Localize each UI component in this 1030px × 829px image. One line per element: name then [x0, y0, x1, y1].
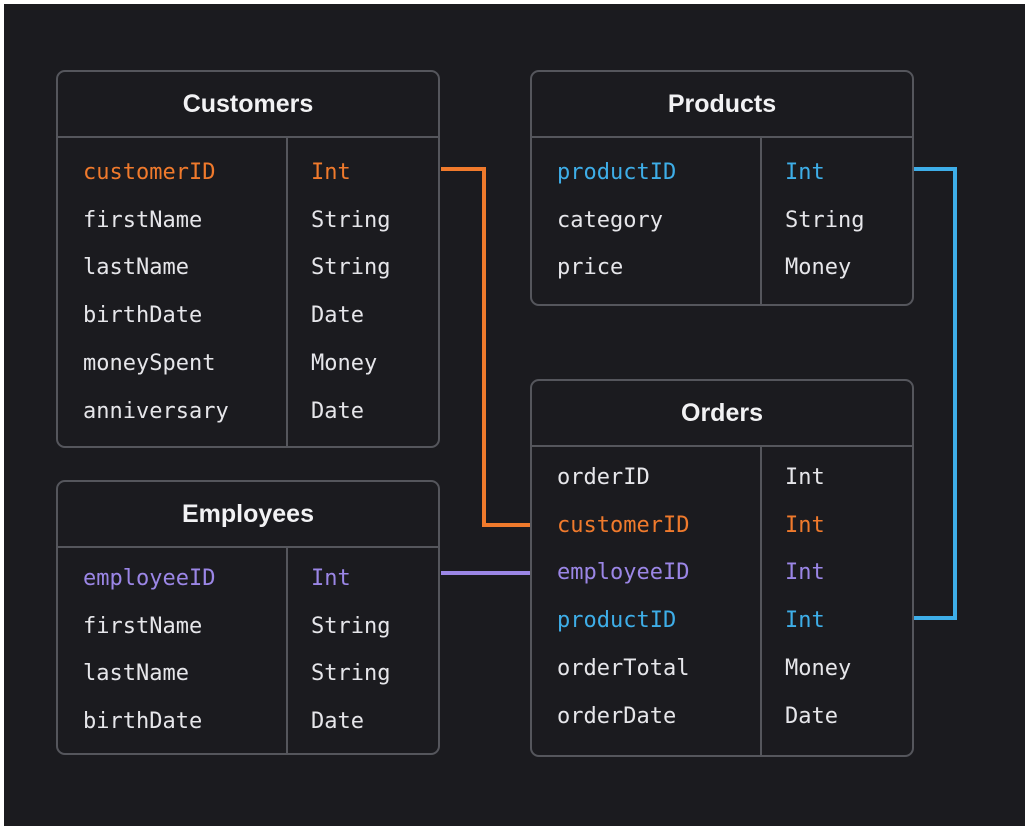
field-row-moneyspent: moneySpent Money: [58, 349, 438, 379]
column-divider: [286, 138, 288, 446]
field-row-ordertotal: orderTotal Money: [532, 654, 912, 684]
field-row-customerid: customerID Int: [532, 511, 912, 541]
field-type: Date: [311, 303, 364, 329]
field-row-productid: productID Int: [532, 158, 912, 188]
field-name: orderDate: [557, 703, 677, 729]
field-row-firstname: firstName String: [58, 612, 438, 642]
field-row-lastname: lastName String: [58, 659, 438, 689]
field-name: orderID: [557, 465, 650, 490]
field-type: Int: [785, 512, 825, 538]
field-row-category: category String: [532, 206, 912, 236]
field-name: firstName: [83, 207, 203, 233]
customers-table-title: Customers: [58, 72, 438, 138]
column-divider: [760, 447, 762, 755]
field-name: firstName: [83, 613, 203, 639]
field-row-birthdate: birthDate Date: [58, 707, 438, 737]
field-row-productid: productID Int: [532, 606, 912, 636]
field-name: customerID: [557, 512, 690, 538]
field-type: Int: [311, 160, 351, 185]
field-name: birthDate: [83, 303, 203, 329]
field-name: birthDate: [83, 709, 203, 735]
field-row-orderdate: orderDate Date: [532, 702, 912, 732]
customer-id-connector: [441, 167, 531, 527]
employees-table-title: Employees: [58, 482, 438, 548]
field-name: productID: [557, 608, 677, 634]
column-divider: [760, 138, 762, 304]
field-type: Int: [785, 560, 825, 586]
field-type: String: [311, 207, 391, 233]
field-row-lastname: lastName String: [58, 253, 438, 283]
field-name: lastName: [83, 661, 189, 687]
field-type: Date: [785, 703, 838, 729]
products-table-body: productID Int category String price Money: [532, 138, 912, 304]
field-name: lastName: [83, 255, 189, 281]
field-type: String: [785, 207, 865, 233]
field-row-employeeid: employeeID Int: [532, 558, 912, 588]
field-type: Date: [311, 398, 364, 424]
field-type: Int: [785, 608, 825, 634]
field-type: String: [311, 613, 391, 639]
field-row-firstname: firstName String: [58, 206, 438, 236]
field-name: price: [557, 255, 624, 281]
column-divider: [286, 548, 288, 753]
field-type: Int: [785, 465, 825, 490]
field-type: Money: [311, 350, 378, 376]
field-type: Int: [311, 566, 351, 591]
field-type: Date: [311, 709, 364, 735]
field-type: Int: [785, 160, 825, 185]
field-name: category: [557, 207, 663, 233]
field-name: customerID: [83, 160, 216, 185]
field-type: Money: [785, 255, 852, 281]
field-row-price: price Money: [532, 253, 912, 283]
field-name: anniversary: [83, 398, 229, 424]
field-name: productID: [557, 160, 677, 185]
field-name: employeeID: [557, 560, 690, 586]
field-row-anniversary: anniversary Date: [58, 397, 438, 427]
field-row-orderid: orderID Int: [532, 463, 912, 493]
products-table-title: Products: [532, 72, 912, 138]
field-row-birthdate: birthDate Date: [58, 301, 438, 331]
field-type: String: [311, 661, 391, 687]
field-name: orderTotal: [557, 655, 690, 681]
field-name: employeeID: [83, 566, 216, 591]
product-id-connector: [914, 167, 957, 620]
field-row-customerid: customerID Int: [58, 158, 438, 188]
field-row-employeeid: employeeID Int: [58, 564, 438, 594]
orders-table-title: Orders: [532, 381, 912, 447]
field-type: String: [311, 255, 391, 281]
products-table: Products productID Int category String price…: [530, 70, 914, 306]
field-type: Money: [785, 655, 852, 681]
field-name: moneySpent: [83, 350, 216, 376]
